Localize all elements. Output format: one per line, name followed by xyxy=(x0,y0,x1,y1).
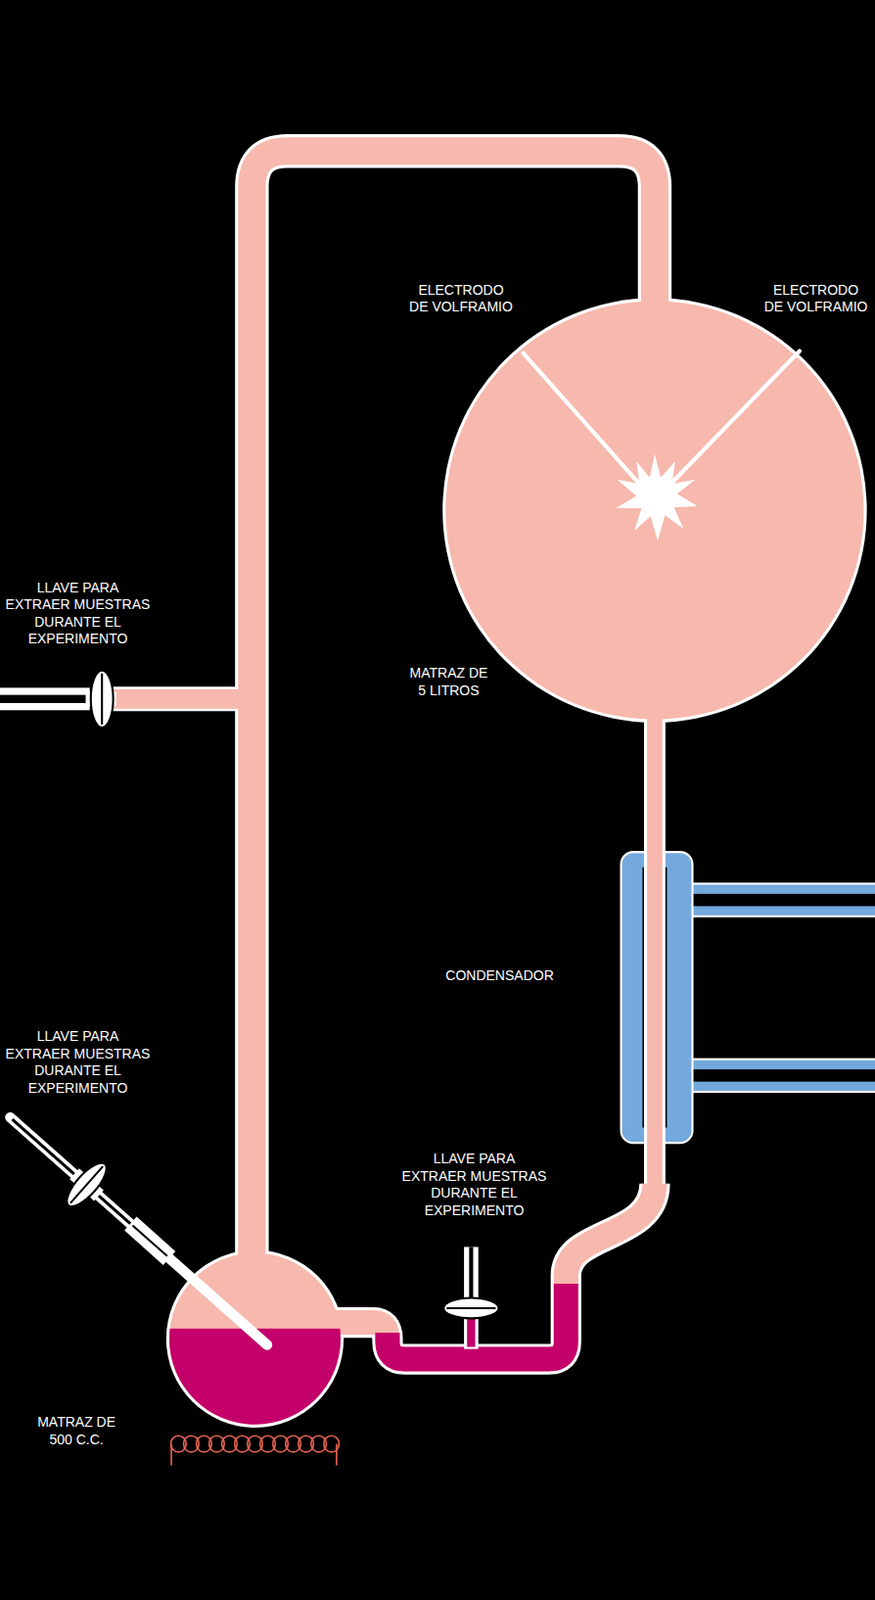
part-label: MATRAZ DE 500 C.C. xyxy=(33,1413,120,1448)
sampling-valve xyxy=(130,1222,170,1257)
part-label: MATRAZ DE 5 LITROS xyxy=(405,664,492,699)
part-label: ELECTRODO DE VOLFRAMIO xyxy=(408,281,514,317)
sampling-valve xyxy=(12,1118,143,1235)
glass-outline xyxy=(644,713,666,1189)
heater-coil xyxy=(335,1443,338,1466)
sampling-valve xyxy=(446,1306,496,1309)
sampling-valve xyxy=(0,670,117,728)
glass-outline xyxy=(110,686,253,711)
condenser-jacket xyxy=(689,893,875,907)
glass-gas xyxy=(110,689,253,709)
glass-gas xyxy=(646,713,663,1189)
part-label: CONDENSADOR xyxy=(445,967,553,985)
sampling-valve xyxy=(132,1225,167,1256)
sampling-valve xyxy=(55,1152,117,1216)
sampling-valve xyxy=(0,687,91,710)
tungsten-electrode xyxy=(523,350,800,490)
sampling-valve xyxy=(60,1156,113,1212)
part-label: ELECTRODO DE VOLFRAMIO xyxy=(763,281,870,317)
condenser-jacket xyxy=(689,1068,875,1082)
sampling-valve xyxy=(468,1245,473,1297)
sampling-valve xyxy=(443,1297,499,1319)
sampling-valve xyxy=(0,694,87,703)
glass-outline xyxy=(110,150,868,1428)
part-label: LLAVE PARA EXTRAER MUESTRAS DURANTE EL E… xyxy=(3,1027,152,1097)
part-label: LLAVE PARA EXTRAER MUESTRAS DURANTE EL E… xyxy=(400,1150,549,1219)
sampling-valve xyxy=(9,1116,268,1344)
sampling-valve xyxy=(9,1116,268,1344)
tungsten-electrode xyxy=(664,350,800,490)
glass-gas xyxy=(445,300,864,719)
heater-coil xyxy=(171,1434,340,1465)
sampling-valve xyxy=(70,1165,103,1202)
sampling-valve xyxy=(100,673,103,725)
sampling-valve xyxy=(466,1315,475,1346)
sampling-valve xyxy=(443,1245,499,1348)
glass-gas xyxy=(110,150,865,1425)
glass-outline xyxy=(442,297,867,723)
liquid xyxy=(163,1328,348,1430)
tungsten-electrode xyxy=(523,353,645,491)
part-label: LLAVE PARA EXTRAER MUESTRAS DURANTE EL E… xyxy=(3,579,152,648)
sampling-valve xyxy=(91,670,114,728)
heater-coil xyxy=(323,1434,340,1452)
spark xyxy=(615,454,697,542)
